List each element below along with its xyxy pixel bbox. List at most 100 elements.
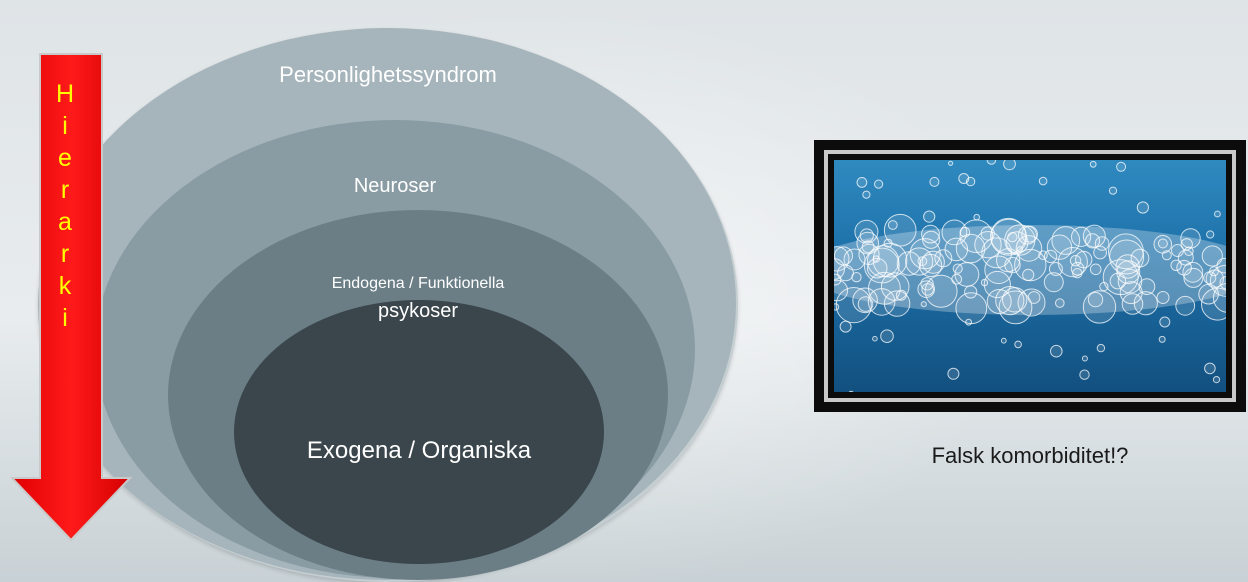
bubble: [1115, 254, 1140, 279]
ellipse-exogenous-organic: [234, 300, 604, 564]
bubble: [944, 237, 969, 262]
bubble: [983, 270, 1011, 299]
bubble: [923, 210, 936, 223]
bubble: [834, 303, 840, 311]
bubble: [934, 249, 953, 268]
bubble: [1156, 291, 1170, 304]
bubble: [1046, 234, 1073, 260]
bubble: [1182, 261, 1204, 283]
bubble: [1055, 298, 1065, 308]
bubble: [1212, 376, 1221, 384]
level-label-endogenous-line2: psykoser: [377, 300, 459, 322]
bubbles-icon: [834, 160, 1226, 392]
bubble: [1201, 245, 1223, 267]
bubble: [843, 248, 866, 271]
bubble: [839, 320, 852, 333]
bubble: [1093, 245, 1108, 260]
bubble: [1161, 250, 1172, 261]
hierarchy-arrow-icon: [10, 53, 132, 542]
bubble: [984, 255, 1013, 285]
bubble: [1205, 269, 1224, 288]
bubble: [922, 230, 941, 249]
bubble: [1157, 238, 1168, 249]
bubble: [1003, 160, 1016, 171]
bubble: [1087, 291, 1104, 308]
bubble: [1212, 283, 1226, 313]
bubble: [921, 250, 945, 274]
bubble: [880, 329, 894, 343]
bubble: [947, 367, 960, 380]
bubble: [952, 263, 963, 274]
hierarchy-letter: e: [58, 144, 72, 172]
bubble: [1203, 271, 1217, 285]
bubble: [1121, 293, 1144, 315]
bubble: [1038, 176, 1048, 186]
bubble: [986, 160, 997, 165]
bubble: [1170, 259, 1182, 272]
bubble: [921, 224, 940, 244]
bubble: [1084, 233, 1101, 249]
level-label-neuroses: Neuroser: [353, 175, 437, 197]
bubble: [1089, 263, 1102, 276]
image-caption: Falsk komorbiditet!?: [931, 443, 1129, 468]
bubble: [874, 179, 884, 189]
level-label-endogenous-line1: Endogena / Funktionella: [331, 275, 505, 292]
bubble: [834, 279, 849, 302]
level-label-personality: Personlighetssyndrom: [279, 62, 497, 87]
bubbles-image: [834, 160, 1226, 392]
bubble: [1109, 239, 1145, 275]
bubble: [1116, 161, 1127, 172]
bubble: [1081, 355, 1088, 362]
bubble: [917, 280, 935, 298]
bubble: [1048, 262, 1063, 276]
bubble: [1000, 337, 1007, 344]
bubble: [1082, 290, 1117, 324]
bubble: [1138, 278, 1156, 295]
bubble: [856, 177, 868, 188]
bubble: [872, 255, 881, 263]
picture-frame: [814, 140, 1246, 412]
bubble: [1108, 186, 1118, 195]
bubble: [1043, 272, 1064, 293]
bubble: [1206, 230, 1215, 239]
bubble: [848, 390, 854, 392]
bubble: [835, 287, 872, 324]
bubble: [883, 213, 917, 247]
bubble: [986, 289, 1012, 314]
bubble: [1214, 210, 1221, 218]
bubble: [1136, 201, 1149, 214]
bubble: [862, 190, 871, 199]
hierarchy-letter: a: [58, 208, 72, 236]
bubble: [1158, 335, 1166, 343]
bubble: [948, 160, 954, 166]
bubble: [924, 274, 958, 308]
bubble: [1050, 344, 1063, 358]
bubble: [917, 256, 928, 267]
bubble: [974, 231, 1002, 259]
bubble: [980, 278, 989, 287]
bubble: [1094, 236, 1110, 251]
bubble: [834, 273, 842, 286]
bubble: [929, 176, 940, 187]
bubble: [965, 318, 973, 326]
hierarchy-letter: i: [62, 112, 68, 140]
bubble: [1051, 226, 1081, 255]
bubble: [1027, 291, 1041, 304]
bubble: [858, 243, 880, 266]
bubble: [1099, 281, 1109, 292]
bubble: [1180, 238, 1193, 251]
bubble: [964, 285, 978, 299]
bubble: [1096, 343, 1106, 353]
bubble: [1183, 267, 1204, 288]
bubble: [995, 286, 1025, 316]
bubble: [883, 290, 911, 317]
bubble: [1089, 160, 1097, 168]
bubble: [980, 226, 995, 241]
bubble: [1070, 261, 1085, 276]
bubble: [1159, 316, 1171, 328]
bubble: [1043, 249, 1058, 264]
hierarchy-letter: H: [55, 80, 75, 108]
bubble: [872, 335, 878, 342]
hierarchy-letter: i: [62, 304, 68, 332]
bubble: [887, 220, 898, 230]
